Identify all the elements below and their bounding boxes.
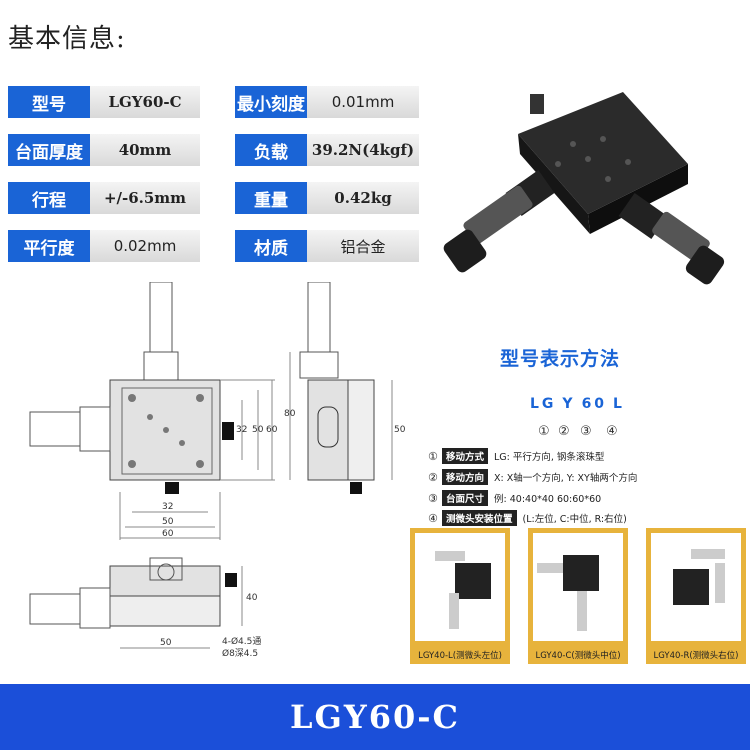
spec-value: 0.02mm	[90, 230, 200, 262]
spec-parallelism: 平行度 0.02mm	[8, 230, 200, 262]
variant-caption: LGY40-R(测微头右位)	[653, 651, 739, 661]
spec-thickness: 台面厚度 40mm	[8, 134, 200, 166]
spec-value: 39.2N(4kgf)	[307, 134, 419, 166]
spec-material: 材质 铝合金	[235, 230, 419, 262]
dim-80: 80	[284, 409, 296, 419]
spec-label: 平行度	[8, 230, 90, 262]
legend-text: 例: 40:40*40 60:60*60	[494, 494, 602, 505]
code-part-2: Y	[562, 396, 576, 412]
spec-value: 40mm	[90, 134, 200, 166]
legend-num: ④	[428, 511, 438, 525]
code-part-1: LG	[530, 396, 557, 412]
hole-spec-2: Ø8深4.5	[222, 648, 258, 659]
front-view-drawing: 40 50 4-Ø4.5通 Ø8深4.5	[29, 557, 261, 659]
code-part-3: 60	[581, 396, 608, 412]
legend-tag: 移动方式	[442, 448, 489, 464]
hole-spec-1: 4-Ø4.5通	[222, 636, 261, 647]
dim-32: 32	[236, 425, 247, 435]
legend-num: ③	[428, 491, 438, 505]
model-code: LG Y 60 L	[530, 396, 631, 412]
spec-label: 台面厚度	[8, 134, 90, 166]
circle-2: ②	[558, 424, 570, 439]
side-view-drawing: 80 50	[284, 282, 406, 494]
legend-text: X: X轴一个方向, Y: XY轴两个方向	[494, 473, 638, 484]
variant-caption: LGY40-C(测微头中位)	[535, 651, 621, 661]
spec-load: 负载 39.2N(4kgf)	[235, 134, 419, 166]
spec-travel: 行程 +/-6.5mm	[8, 182, 200, 214]
spec-value: LGY60-C	[90, 86, 200, 118]
variant-card-right: LGY40-R(测微头右位)	[646, 528, 746, 664]
circle-1: ①	[538, 424, 550, 439]
spec-value: 铝合金	[307, 230, 419, 262]
dim-front-40: 40	[246, 593, 258, 603]
footer-model: LGY60-C	[290, 698, 460, 736]
dim-w60: 60	[162, 529, 174, 539]
dim-60: 60	[266, 425, 278, 435]
dim-50: 50	[252, 425, 264, 435]
dim-w50: 50	[162, 517, 174, 527]
legend-row: ④ 测微头安装位置 (L:左位, C:中位, R:右位)	[428, 510, 627, 526]
product-photo	[443, 92, 725, 285]
legend-row: ① 移动方式 LG: 平行方向, 钢条滚珠型	[428, 448, 604, 464]
legend-tag: 移动方向	[442, 469, 489, 485]
spec-label: 重量	[235, 182, 307, 214]
spec-weight: 重量 0.42kg	[235, 182, 419, 214]
dim-front-50: 50	[160, 638, 172, 648]
spec-label: 材质	[235, 230, 307, 262]
legend-num: ②	[428, 470, 438, 484]
legend-row: ③ 台面尺寸 例: 40:40*40 60:60*60	[428, 490, 601, 506]
spec-value: 0.42kg	[307, 182, 419, 214]
spec-label: 最小刻度	[235, 86, 307, 118]
variant-card-center: LGY40-C(测微头中位)	[528, 528, 628, 664]
spec-label: 负载	[235, 134, 307, 166]
code-part-4: L	[613, 396, 625, 412]
footer-banner: LGY60-C	[0, 684, 750, 750]
variant-caption: LGY40-L(测微头左位)	[418, 651, 502, 661]
spec-model: 型号 LGY60-C	[8, 86, 200, 118]
spec-value: 0.01mm	[307, 86, 419, 118]
top-view-drawing: 32 50 60 32 50 60	[29, 282, 278, 540]
dim-w32: 32	[162, 502, 173, 512]
model-code-title: 型号表示方法	[500, 348, 621, 370]
legend-row: ② 移动方向 X: X轴一个方向, Y: XY轴两个方向	[428, 469, 637, 485]
section-heading: 基本信息:	[8, 24, 126, 54]
circle-4: ④	[606, 424, 618, 439]
spec-label: 型号	[8, 86, 90, 118]
spec-min-scale: 最小刻度 0.01mm	[235, 86, 419, 118]
spec-value: +/-6.5mm	[90, 182, 200, 214]
variant-photo	[651, 533, 741, 641]
legend-tag: 测微头安装位置	[442, 510, 517, 526]
variant-photo	[533, 533, 623, 641]
dim-side-50: 50	[394, 425, 406, 435]
legend-tag: 台面尺寸	[442, 490, 489, 506]
variant-photo	[415, 533, 505, 641]
legend-text: (L:左位, C:中位, R:右位)	[522, 514, 627, 525]
legend-num: ①	[428, 449, 438, 463]
spec-label: 行程	[8, 182, 90, 214]
circle-3: ③	[580, 424, 592, 439]
legend-text: LG: 平行方向, 钢条滚珠型	[494, 452, 605, 463]
variant-card-left: LGY40-L(测微头左位)	[410, 528, 510, 664]
